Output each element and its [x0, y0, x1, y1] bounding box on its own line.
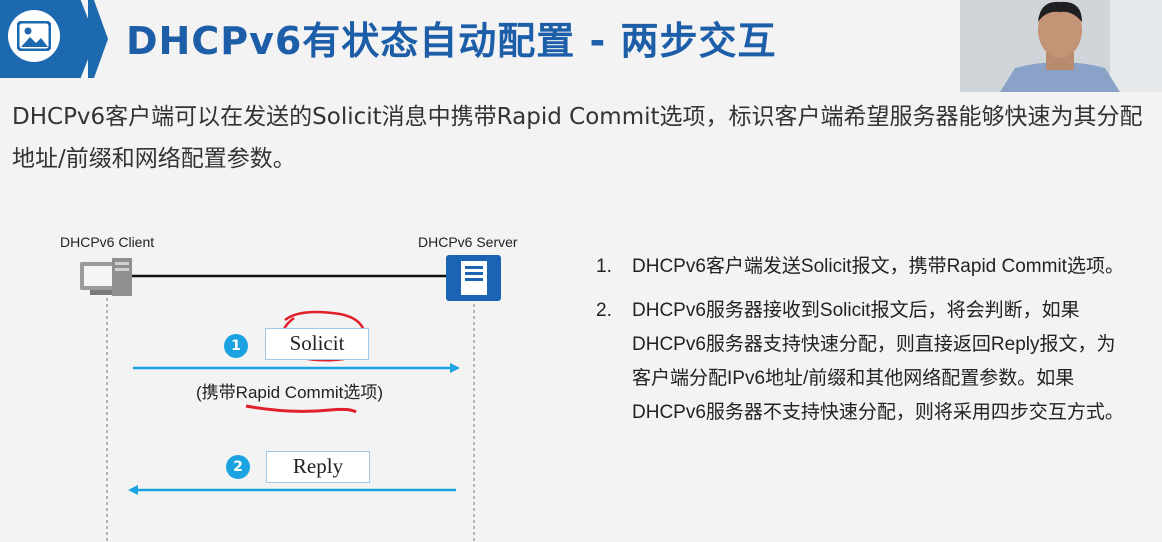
solicit-message: Solicit [265, 328, 369, 360]
step-badge-2: 2 [226, 455, 250, 479]
step-text: DHCPv6客户端发送Solicit报文，携带Rapid Commit选项。 [632, 256, 1124, 277]
client-label: DHCPv6 Client [60, 234, 155, 250]
step-text: DHCPv6服务器接收到Solicit报文后，将会判断，如果DHCPv6服务器支… [632, 300, 1124, 423]
solicit-note: (携带Rapid Commit选项) [196, 383, 384, 402]
step-badge-1: 1 [224, 334, 248, 358]
list-item: 1. DHCPv6客户端发送Solicit报文，携带Rapid Commit选项… [596, 250, 1126, 284]
step-number: 1. [596, 256, 612, 277]
step-number: 2. [596, 300, 612, 321]
intro-paragraph: DHCPv6客户端可以在发送的Solicit消息中携带Rapid Commit选… [12, 104, 1143, 172]
server-label: DHCPv6 Server [418, 234, 518, 250]
sequence-diagram: DHCPv6 Client DHCPv6 Server [0, 200, 580, 542]
webcam-video [960, 0, 1162, 92]
logo-chevron [88, 0, 108, 78]
server-icon [446, 255, 501, 301]
list-item: 2. DHCPv6服务器接收到Solicit报文后，将会判断，如果DHCPv6服… [596, 294, 1126, 430]
computer-icon [80, 258, 132, 296]
page-title: DHCPv6有状态自动配置 - 两步交互 [126, 19, 777, 63]
image-icon [8, 10, 60, 62]
reply-message: Reply [266, 451, 370, 483]
steps-list: 1. DHCPv6客户端发送Solicit报文，携带Rapid Commit选项… [596, 250, 1126, 440]
